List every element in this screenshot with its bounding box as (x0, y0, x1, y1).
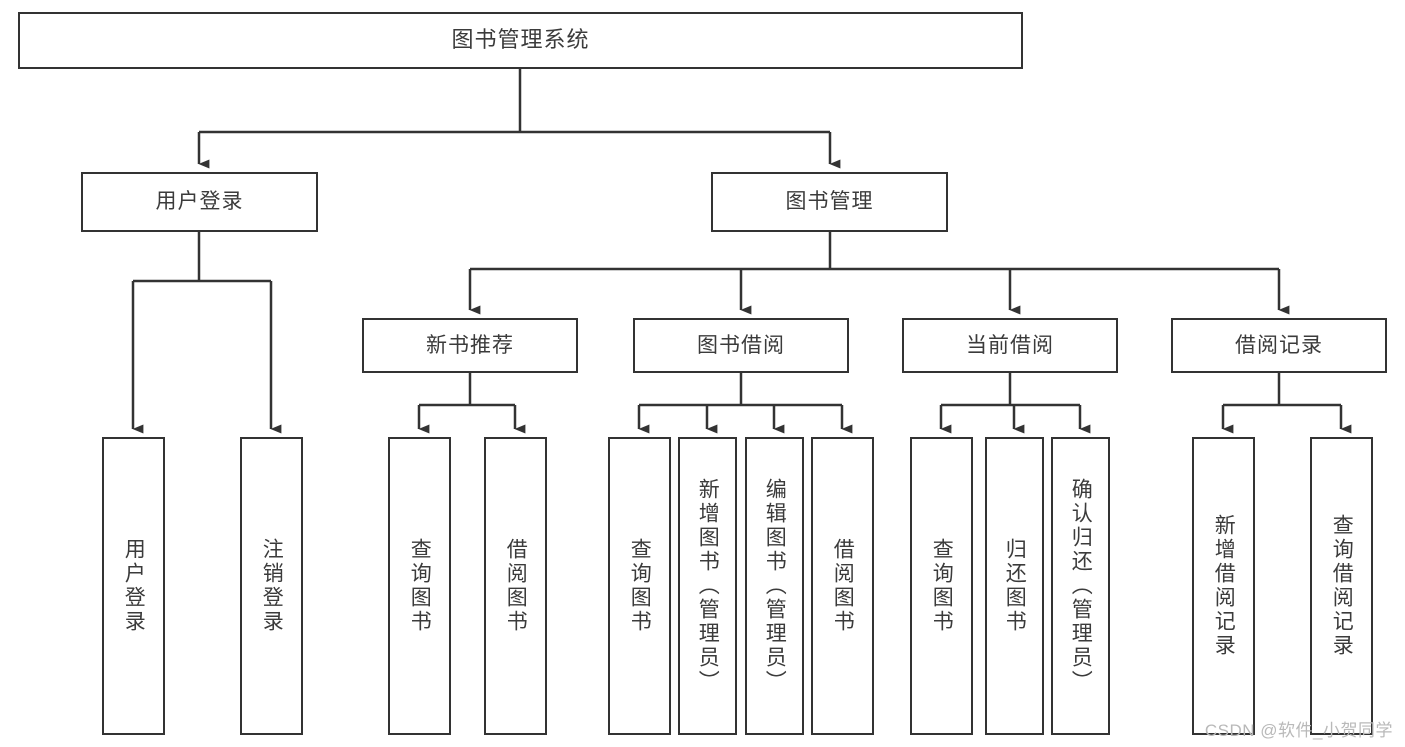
node-leaf-add-borrow-record[interactable]: 新增借阅记录 (1192, 437, 1255, 735)
node-label-leaf-edit-book: 编辑图书（管理员） (763, 478, 787, 694)
node-label-root: 图书管理系统 (451, 27, 590, 53)
node-leaf-confirm-return[interactable]: 确认归还（管理员） (1051, 437, 1110, 735)
node-label-leaf-user-login: 用户登录 (122, 538, 146, 634)
node-borrow-records[interactable]: 借阅记录 (1171, 318, 1387, 373)
node-label-leaf-return-book: 归还图书 (1003, 538, 1027, 634)
node-label-current-borrow: 当前借阅 (966, 333, 1054, 357)
node-leaf-query-book-3[interactable]: 查询图书 (910, 437, 973, 735)
node-label-borrow-records: 借阅记录 (1235, 333, 1323, 357)
node-label-new-book-recommend: 新书推荐 (426, 333, 514, 357)
node-label-leaf-borrow-book-1: 借阅图书 (504, 538, 528, 634)
node-leaf-borrow-book-2[interactable]: 借阅图书 (811, 437, 874, 735)
node-label-leaf-borrow-book-2: 借阅图书 (831, 538, 855, 634)
node-leaf-edit-book[interactable]: 编辑图书（管理员） (745, 437, 804, 735)
node-book-borrow[interactable]: 图书借阅 (633, 318, 849, 373)
node-leaf-return-book[interactable]: 归还图书 (985, 437, 1044, 735)
node-label-leaf-confirm-return: 确认归还（管理员） (1069, 478, 1093, 694)
node-leaf-borrow-book-1[interactable]: 借阅图书 (484, 437, 547, 735)
node-leaf-user-login[interactable]: 用户登录 (102, 437, 165, 735)
node-leaf-query-book-2[interactable]: 查询图书 (608, 437, 671, 735)
node-leaf-add-book[interactable]: 新增图书（管理员） (678, 437, 737, 735)
node-label-leaf-query-book-2: 查询图书 (628, 538, 652, 634)
node-user-login[interactable]: 用户登录 (81, 172, 318, 232)
edge-group (131, 69, 1352, 434)
node-label-book-management: 图书管理 (785, 190, 874, 214)
node-label-leaf-add-borrow-record: 新增借阅记录 (1212, 514, 1236, 658)
node-label-book-borrow: 图书借阅 (697, 333, 785, 357)
node-label-leaf-add-book: 新增图书（管理员） (696, 478, 720, 694)
node-book-management[interactable]: 图书管理 (711, 172, 948, 232)
node-new-book-recommend[interactable]: 新书推荐 (362, 318, 578, 373)
node-label-leaf-query-borrow-record: 查询借阅记录 (1330, 514, 1354, 658)
node-label-user-login: 用户登录 (155, 190, 244, 214)
watermark-label: CSDN @软件_小贺同学 (1204, 721, 1393, 740)
node-label-leaf-query-book-3: 查询图书 (930, 538, 954, 634)
node-leaf-query-book-1[interactable]: 查询图书 (388, 437, 451, 735)
node-root[interactable]: 图书管理系统 (18, 12, 1023, 69)
node-label-leaf-logout: 注销登录 (260, 538, 284, 634)
node-leaf-logout[interactable]: 注销登录 (240, 437, 303, 735)
node-label-leaf-query-book-1: 查询图书 (408, 538, 432, 634)
node-leaf-query-borrow-record[interactable]: 查询借阅记录 (1310, 437, 1373, 735)
node-current-borrow[interactable]: 当前借阅 (902, 318, 1118, 373)
